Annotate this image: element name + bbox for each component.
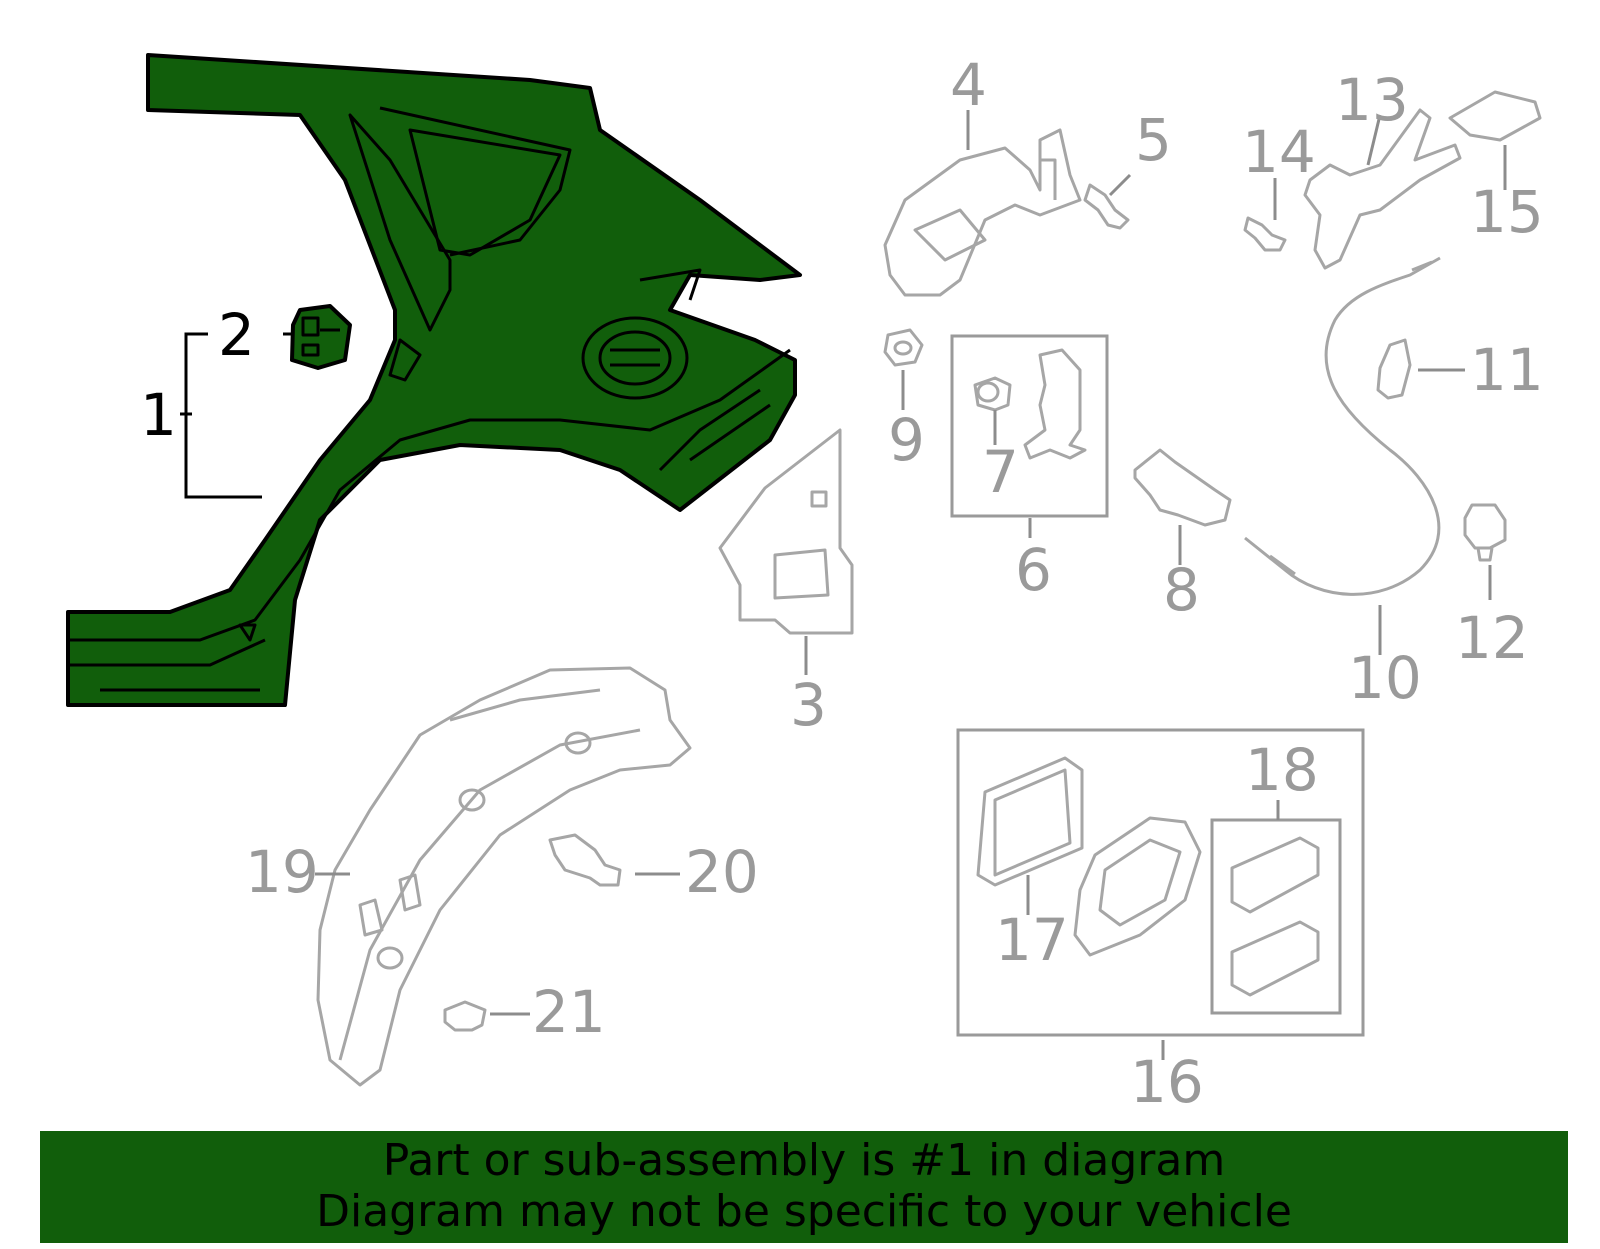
clip-part-2[interactable] xyxy=(290,304,352,370)
housing-part-16[interactable] xyxy=(1073,816,1202,957)
fuel-door-housing-part-4[interactable] xyxy=(883,128,1082,297)
bracket-part-3[interactable] xyxy=(718,428,854,635)
callout-leaders xyxy=(180,110,1507,1060)
release-cable-part-10[interactable] xyxy=(1244,256,1441,596)
callout-labels: 1 2 3 4 5 6 7 8 9 10 11 12 13 14 15 16 1… xyxy=(140,51,1544,1116)
info-banner: Part or sub-assembly is #1 in diagram Di… xyxy=(40,1131,1568,1243)
bolt-part-14[interactable] xyxy=(1243,216,1287,252)
group-box-part-18 xyxy=(1210,818,1342,1015)
hinge-part-13[interactable] xyxy=(1303,108,1462,270)
seal-part-18[interactable] xyxy=(1230,836,1320,997)
callout-17[interactable]: 17 xyxy=(995,906,1069,974)
actuator-bracket-part-6[interactable] xyxy=(1023,348,1087,460)
push-clip-part-20[interactable] xyxy=(548,833,622,887)
clip-part-12[interactable] xyxy=(1463,503,1507,562)
bracket-part-11[interactable] xyxy=(1376,338,1412,400)
callout-13[interactable]: 13 xyxy=(1335,66,1409,134)
callout-21[interactable]: 21 xyxy=(532,978,606,1046)
grommet-part-7[interactable] xyxy=(973,376,1012,412)
nut-part-21[interactable] xyxy=(443,1000,487,1032)
nut-part-9[interactable] xyxy=(883,328,924,367)
quarter-panel-part-1[interactable] xyxy=(66,53,802,707)
callout-1[interactable]: 1 xyxy=(140,381,177,449)
callout-4[interactable]: 4 xyxy=(950,51,987,119)
callout-6[interactable]: 6 xyxy=(1015,536,1052,604)
wheel-liner-part-19[interactable] xyxy=(316,666,692,1087)
callout-10[interactable]: 10 xyxy=(1348,644,1422,712)
bolt-part-5[interactable] xyxy=(1083,183,1130,230)
banner-line-2: Diagram may not be specific to your vehi… xyxy=(316,1186,1292,1237)
callout-9[interactable]: 9 xyxy=(888,406,925,474)
group-box-part-6 xyxy=(950,334,1109,518)
callout-2[interactable]: 2 xyxy=(218,301,255,369)
callout-7[interactable]: 7 xyxy=(982,438,1019,506)
callout-11[interactable]: 11 xyxy=(1470,336,1544,404)
actuator-part-8[interactable] xyxy=(1133,448,1232,527)
callout-19[interactable]: 19 xyxy=(245,838,319,906)
group-box-part-16 xyxy=(956,728,1365,1037)
callout-3[interactable]: 3 xyxy=(790,671,827,739)
callout-8[interactable]: 8 xyxy=(1163,556,1200,624)
callout-20[interactable]: 20 xyxy=(685,838,759,906)
callout-12[interactable]: 12 xyxy=(1455,604,1529,672)
callout-15[interactable]: 15 xyxy=(1470,178,1544,246)
fuel-door-part-15[interactable] xyxy=(1448,90,1542,142)
gasket-part-17[interactable] xyxy=(976,756,1084,887)
callout-5[interactable]: 5 xyxy=(1135,106,1172,174)
callout-16[interactable]: 16 xyxy=(1130,1048,1204,1116)
callout-18[interactable]: 18 xyxy=(1245,736,1319,804)
banner-line-1: Part or sub-assembly is #1 in diagram xyxy=(382,1135,1226,1186)
callout-14[interactable]: 14 xyxy=(1242,118,1316,186)
